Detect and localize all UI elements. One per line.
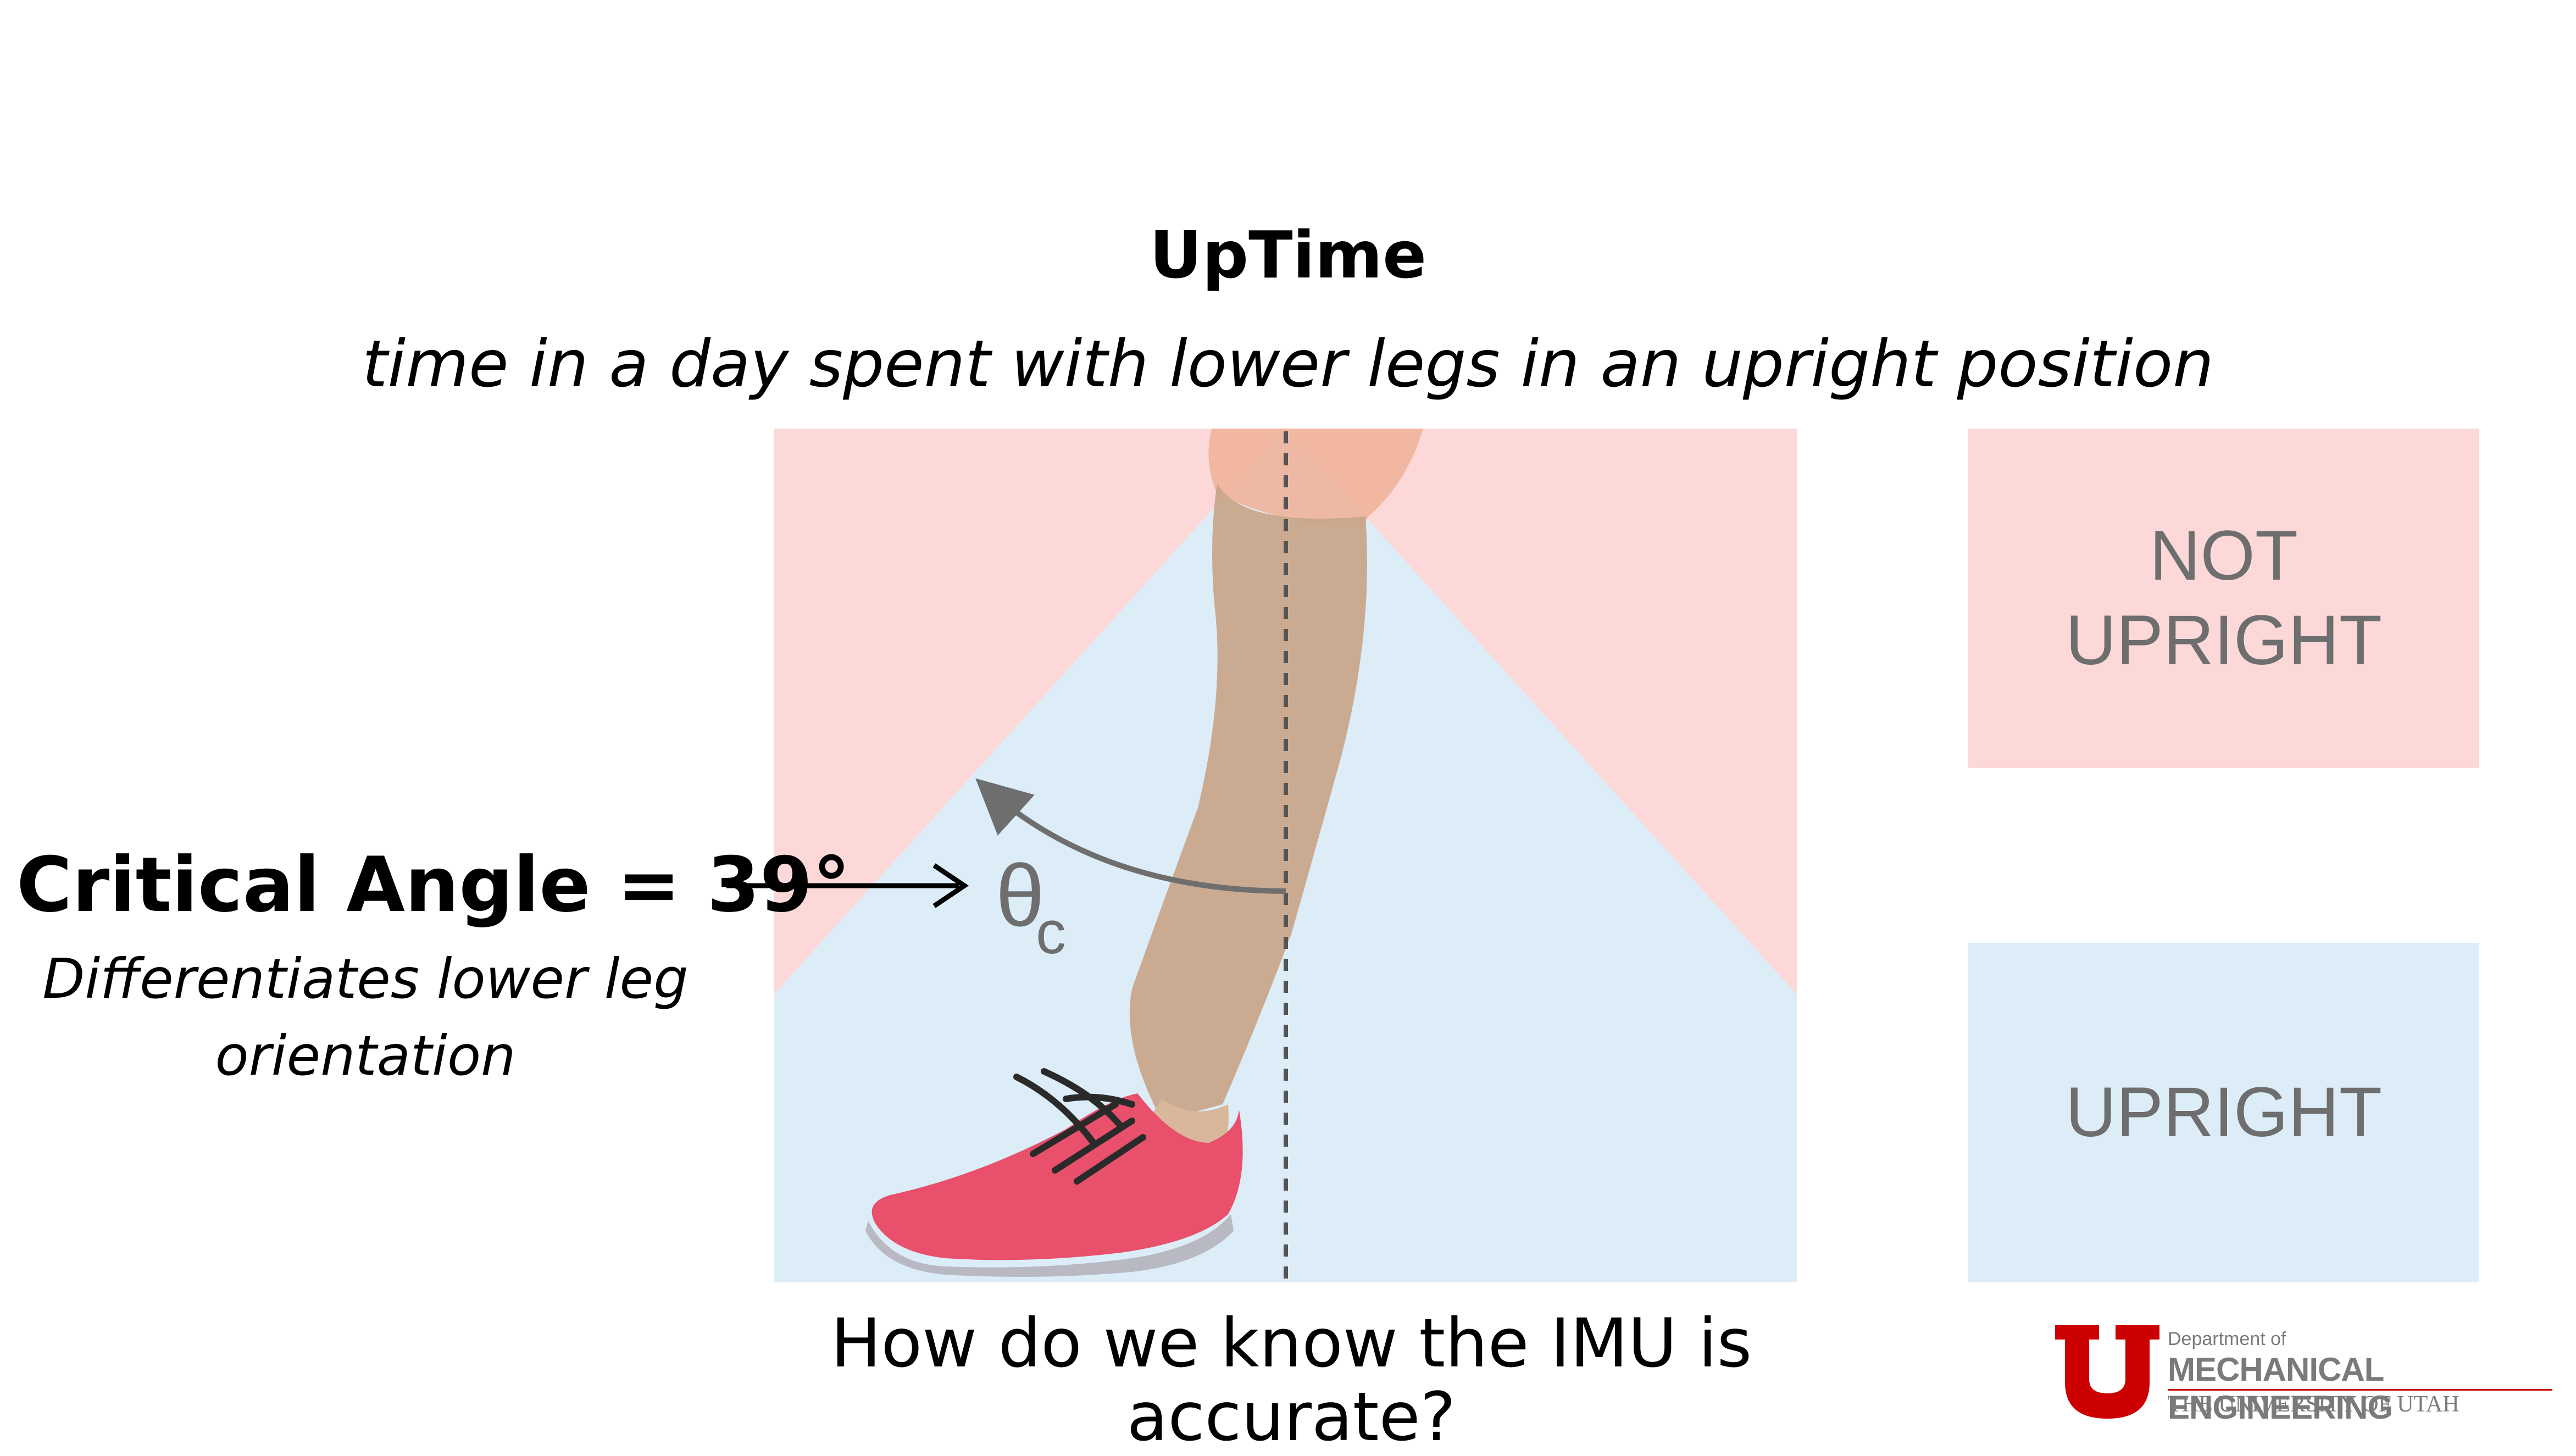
- angle-arc-arrow: [975, 778, 1286, 894]
- legend-upright-label: UPRIGHT: [2066, 1073, 2382, 1152]
- legend-not-upright: NOT UPRIGHT: [1968, 429, 2479, 768]
- legend-upright: UPRIGHT: [1968, 943, 2479, 1282]
- legend-not-upright-label: NOT UPRIGHT: [2066, 516, 2382, 680]
- logo-department-name: MECHANICAL ENGINEERING: [2168, 1351, 2393, 1426]
- slide-title: UpTime: [1149, 217, 1427, 293]
- lower-leg-shape: [1129, 484, 1367, 1121]
- university-of-utah-u-logo: [2055, 1325, 2159, 1419]
- theta-symbol: θ: [996, 846, 1045, 944]
- critical-angle-label: Critical Angle = 39°: [16, 841, 851, 929]
- critical-angle-arrowhead-icon: [932, 863, 969, 908]
- slide-subtitle: time in a day spent with lower legs in a…: [362, 326, 2214, 402]
- shoe-sole-icon: [865, 1214, 1234, 1277]
- theta-subscript: c: [1036, 899, 1066, 966]
- logo-divider: [2168, 1389, 2552, 1391]
- shoe-icon: [871, 1093, 1243, 1260]
- question-text: How do we know the IMU is accurate?: [830, 1304, 1752, 1456]
- logo-department-line: Department of: [2168, 1329, 2286, 1349]
- shoe-laces-icon: [1013, 1068, 1146, 1185]
- knee-shape: [1208, 429, 1423, 527]
- critical-angle-description: Differentiates lower leg orientation: [42, 947, 689, 1088]
- logo-university: THE UNIVERSITY OF UTAH: [2168, 1392, 2460, 1417]
